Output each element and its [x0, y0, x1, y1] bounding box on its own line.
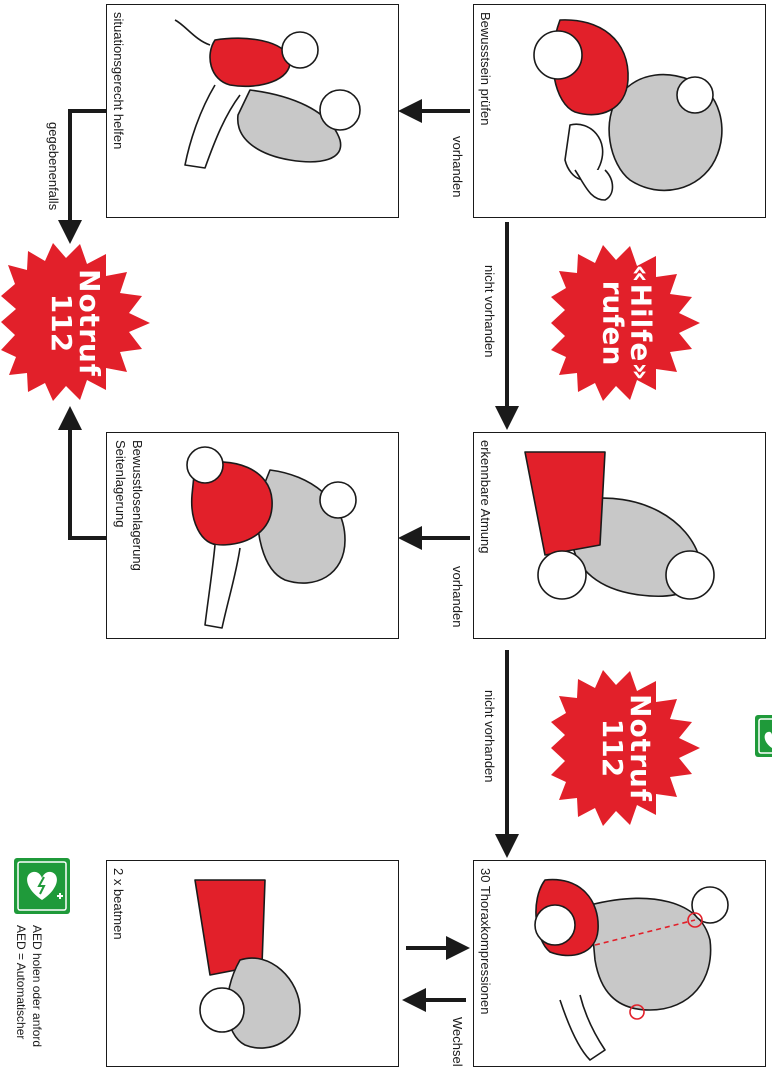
illustration-atmung [525, 452, 714, 599]
label-seitenlagerung: Seitenlagerung [113, 440, 128, 527]
label-beatmen: 2 x beatmen [111, 868, 126, 940]
arrow-label-gegebenenfalls: gegebenenfalls [46, 122, 61, 210]
illustration-beatmen [195, 880, 300, 1048]
illustration-seitenlagerung [187, 447, 356, 628]
label-situationsgerecht-helfen: situationsgerecht helfen [111, 12, 126, 149]
illustration-bewusstsein [534, 20, 722, 200]
arrow-label-vorhanden-2: vorhanden [450, 566, 465, 627]
label-bewusstsein-pruefen: Bewusstsein prüfen [478, 12, 493, 125]
burst-hilfe-line1: «Hilfe» [626, 265, 654, 382]
burst-hilfe: «Hilfe» rufen [551, 245, 701, 401]
arrow-label-nicht-vorhanden-2: nicht vorhanden [482, 690, 497, 783]
burst-notruf-mid-line2: 112 [598, 694, 626, 802]
arrow-label-vorhanden-1: vorhanden [450, 136, 465, 197]
aed-sign-partial [755, 715, 772, 757]
burst-notruf-mid-line1: Notruf [626, 694, 654, 802]
burst-hilfe-line2: rufen [598, 265, 626, 382]
aed-sign-bottom [14, 858, 70, 914]
burst-notruf-top-line1: Notruf [75, 269, 103, 377]
aed-text-line1: AED holen oder anford [30, 925, 44, 1047]
burst-notruf-top-line2: 112 [47, 269, 75, 377]
label-thoraxkompressionen: 30 Thoraxkompressionen [478, 868, 493, 1014]
arrow-label-wechsel: Wechsel [450, 1017, 465, 1067]
illustration-situationsgerecht [175, 20, 360, 168]
arrow-seitenlagerung-notruf [70, 418, 106, 538]
label-bewusstlosenlagerung: Bewusstlosenlagerung [130, 440, 145, 571]
illustration-thorax [535, 880, 728, 1060]
burst-notruf-top: Notruf 112 [0, 243, 150, 403]
label-erkennbare-atmung: erkennbare Atmung [478, 440, 493, 553]
burst-notruf-mid: Notruf 112 [551, 670, 701, 826]
arrow-label-nicht-vorhanden-1: nicht vorhanden [482, 265, 497, 358]
arrow-gegebenenfalls [70, 111, 106, 232]
aed-text-line2: AED = Automatischer [14, 925, 28, 1039]
